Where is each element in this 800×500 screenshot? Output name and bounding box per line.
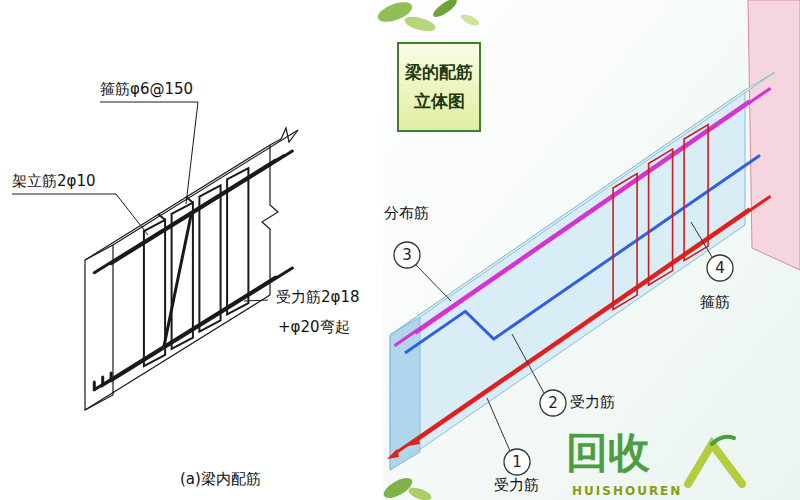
right-panel bbox=[375, 0, 800, 500]
callout-circle: 3 bbox=[393, 241, 421, 269]
callout-circle: 1 bbox=[503, 448, 531, 476]
leaf-decoration bbox=[407, 485, 433, 500]
callout-circle: 4 bbox=[706, 254, 734, 282]
caption-text: (a)梁内配筋 bbox=[180, 470, 261, 489]
beam-outline bbox=[85, 295, 270, 410]
bar-end-arrow bbox=[387, 449, 399, 459]
leader-line bbox=[512, 334, 544, 393]
title-text: 梁的配筋 立体图 bbox=[405, 58, 473, 116]
stirrup bbox=[613, 125, 708, 310]
logo-figure bbox=[688, 444, 742, 484]
beam-outline bbox=[85, 128, 298, 410]
right-panel bbox=[383, 0, 800, 500]
rebar-label: 分布筋 bbox=[384, 204, 429, 223]
stirrup bbox=[144, 220, 165, 366]
rebar-label: 箍筋 bbox=[700, 293, 730, 312]
stirrup bbox=[613, 174, 637, 310]
stirrup bbox=[649, 149, 673, 285]
distribution-bar bbox=[395, 101, 750, 346]
callout-number: 2 bbox=[539, 389, 567, 417]
stirrup bbox=[199, 185, 220, 331]
rebar-label: 受力筋 bbox=[570, 393, 615, 412]
logo-figure bbox=[688, 437, 742, 484]
main-bar bbox=[395, 196, 771, 454]
bar-end-arrow bbox=[387, 436, 420, 459]
stirrup bbox=[172, 203, 193, 349]
leaf-decoration bbox=[431, 0, 460, 20]
circle-outline bbox=[394, 242, 420, 268]
rebar-label: 受力筋 bbox=[494, 476, 539, 495]
title-box: 梁的配筋 立体图 bbox=[397, 42, 481, 132]
leader-line bbox=[100, 102, 198, 204]
stirrup bbox=[227, 168, 248, 314]
beam-outline bbox=[270, 128, 298, 145]
logo-figure bbox=[712, 437, 734, 444]
callout-number: 3 bbox=[393, 241, 421, 269]
leader-line bbox=[691, 222, 712, 257]
left-beam-drawing bbox=[12, 102, 298, 410]
leader-line bbox=[244, 300, 268, 301]
rebar-label: 受力筋2φ18 bbox=[276, 288, 360, 307]
leaf-decoration bbox=[403, 14, 437, 34]
circle-outline bbox=[504, 449, 530, 475]
leader-line bbox=[12, 194, 148, 235]
watermark: HUISHOUREN bbox=[572, 484, 682, 499]
callout-circle: 2 bbox=[539, 389, 567, 417]
leader-line bbox=[416, 222, 712, 451]
leader-line bbox=[487, 398, 510, 451]
bar-end-arrow bbox=[408, 436, 420, 446]
circle-outline bbox=[540, 390, 566, 416]
rebar bbox=[110, 373, 113, 381]
rebar-label: +φ20弯起 bbox=[278, 318, 350, 337]
bent-bar bbox=[405, 155, 760, 353]
circle-outline bbox=[707, 255, 733, 281]
wall bbox=[748, 0, 800, 270]
rebar bbox=[93, 382, 96, 390]
leader-line bbox=[12, 102, 268, 301]
main-bar bbox=[395, 209, 750, 454]
beam-body bbox=[390, 90, 745, 470]
stirrup bbox=[684, 125, 708, 261]
main-bar bbox=[416, 196, 771, 441]
watermark: 回收 bbox=[566, 432, 650, 474]
leaf-decoration bbox=[381, 474, 416, 500]
stirrup bbox=[144, 168, 249, 366]
stirrup bbox=[158, 214, 165, 220]
beam-outline bbox=[85, 145, 270, 260]
rebar bbox=[94, 151, 292, 390]
rebar bbox=[103, 156, 284, 386]
callout-number: 4 bbox=[706, 254, 734, 282]
rebar-label: 架立筋2φ10 bbox=[12, 172, 96, 191]
rebar-label: 箍筋φ6@150 bbox=[100, 80, 193, 99]
leaf-decoration bbox=[459, 12, 481, 28]
callout-number: 1 bbox=[503, 448, 531, 476]
leader-line bbox=[416, 265, 451, 301]
